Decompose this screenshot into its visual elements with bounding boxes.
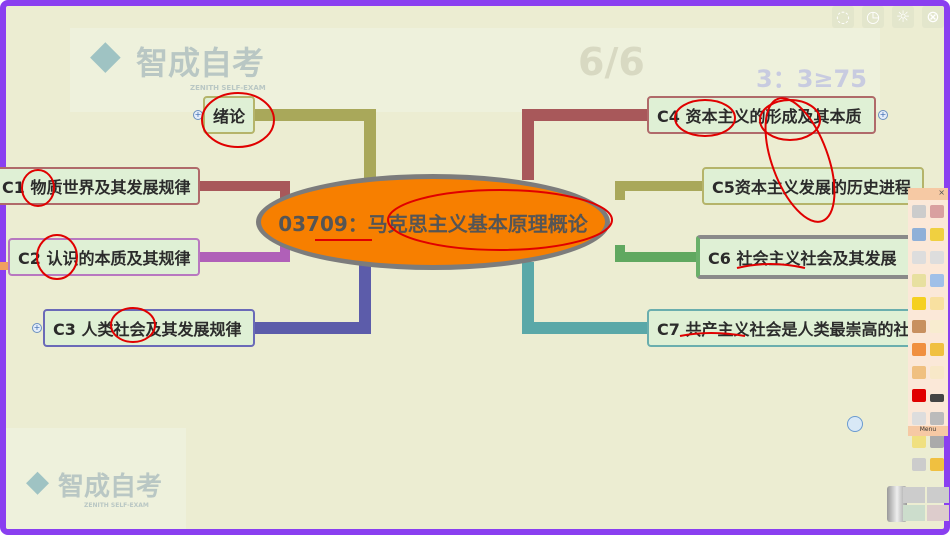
screen-icon[interactable] xyxy=(912,228,926,241)
expand-icon[interactable]: + xyxy=(32,323,42,333)
page-indicator: 6/6 xyxy=(578,40,645,84)
timer-icon[interactable]: ◷ xyxy=(862,6,884,28)
node-c4[interactable]: C4 资本主义的形成及其本质 xyxy=(647,96,876,134)
central-topic[interactable]: 03709：马克思主义基本原理概论 xyxy=(256,174,610,270)
node-c7[interactable]: C7 共产主义社会是人类最崇高的社会理想 xyxy=(647,309,915,347)
watermark-logo-icon: ◆ xyxy=(90,32,121,78)
watermark-sub: ZENITH SELF-EXAM xyxy=(190,84,266,92)
watermark-bottom: ◆ 智成自考 ZENITH SELF-EXAM xyxy=(6,428,186,529)
gear-icon[interactable] xyxy=(927,487,949,503)
lightbulb-icon[interactable]: ◌ xyxy=(832,6,854,28)
node-c6[interactable]: C6 社会主义社会及其发展 xyxy=(696,235,916,279)
node-c2[interactable]: C2 认识的本质及其规律 xyxy=(8,238,200,276)
node-c3[interactable]: C3 人类社会及其发展规律 xyxy=(43,309,255,347)
expand-icon[interactable]: + xyxy=(878,110,888,120)
forward-arrow-icon[interactable] xyxy=(930,320,944,333)
brush-icon[interactable] xyxy=(912,320,926,333)
trash-icon[interactable] xyxy=(887,486,907,522)
connector-c3 xyxy=(254,265,371,334)
watermark-brand: 智成自考 xyxy=(136,44,265,82)
recycle-icon[interactable] xyxy=(903,505,925,521)
layers-icon[interactable] xyxy=(930,435,944,448)
connector-c7 xyxy=(522,262,647,334)
connector-c6 xyxy=(615,245,698,262)
back-arrow-icon[interactable] xyxy=(930,297,944,310)
note-icon[interactable] xyxy=(912,366,926,379)
pen-icon[interactable] xyxy=(912,297,926,310)
redo-icon[interactable] xyxy=(930,366,944,379)
expand-icon[interactable]: + xyxy=(193,110,203,120)
watermark-brand: 智成自考 xyxy=(58,472,163,502)
node-label: C6 社会主义社会及其发展 xyxy=(708,249,897,268)
connector-c2 xyxy=(200,245,290,262)
node-label: C3 人类社会及其发展规律 xyxy=(53,320,242,339)
undo-icon[interactable] xyxy=(930,343,944,356)
node-label: C5资本主义发展的历史进程 xyxy=(712,178,911,197)
node-label: C2 认识的本质及其规律 xyxy=(18,249,191,268)
watermark-sub: ZENITH SELF-EXAM xyxy=(84,502,149,509)
dash-style-icon[interactable] xyxy=(930,412,944,425)
swap-icon[interactable] xyxy=(930,458,944,471)
brightness-icon[interactable]: ☼ xyxy=(892,6,914,28)
node-c5[interactable]: C5资本主义发展的历史进程 xyxy=(702,167,924,205)
side-arrow-icon[interactable] xyxy=(0,262,8,270)
shape-icon[interactable] xyxy=(912,205,926,218)
connector-intro xyxy=(254,109,376,190)
copy-icon[interactable] xyxy=(912,251,926,264)
node-c1[interactable]: C1 物质世界及其发展规律 xyxy=(0,167,200,205)
watermark-logo-icon: ◆ xyxy=(26,464,50,499)
pointer-indicator[interactable] xyxy=(847,416,863,432)
transparency-icon[interactable] xyxy=(912,412,926,425)
close-icon[interactable]: ⊗ xyxy=(922,6,944,28)
connector-c1 xyxy=(200,181,290,200)
connector-c5 xyxy=(615,181,702,200)
folder-icon[interactable] xyxy=(903,487,925,503)
zoom-icon[interactable] xyxy=(930,251,944,264)
edit-icon[interactable] xyxy=(930,205,944,218)
node-label: C4 资本主义的形成及其本质 xyxy=(657,107,862,126)
line-width-icon[interactable] xyxy=(930,394,944,402)
central-topic-label: 03709：马克思主义基本原理概论 xyxy=(278,211,588,236)
slide-note: 3：3≥75 xyxy=(756,65,867,93)
trash-actions xyxy=(903,487,949,521)
node-label: 绪论 xyxy=(213,107,246,126)
fill-icon[interactable] xyxy=(930,228,944,241)
settings-icon[interactable] xyxy=(912,458,926,471)
color-picker-icon[interactable] xyxy=(912,389,926,402)
wave-icon[interactable] xyxy=(912,435,926,448)
toolbar-close-button[interactable]: × xyxy=(908,188,948,200)
node-intro[interactable]: 绪论 xyxy=(203,96,255,134)
connector-c4 xyxy=(522,109,647,180)
eraser-icon[interactable] xyxy=(912,343,926,356)
select-icon[interactable] xyxy=(912,274,926,287)
pen-toolbar: × Menu xyxy=(908,188,948,471)
node-label: C1 物质世界及其发展规律 xyxy=(2,178,191,197)
delete-icon[interactable] xyxy=(927,505,949,521)
toolbar-menu-button[interactable]: Menu xyxy=(908,426,948,436)
page-icon[interactable] xyxy=(930,274,944,287)
node-label: C7 共产主义社会是人类最崇高的社会理想 xyxy=(657,320,913,339)
